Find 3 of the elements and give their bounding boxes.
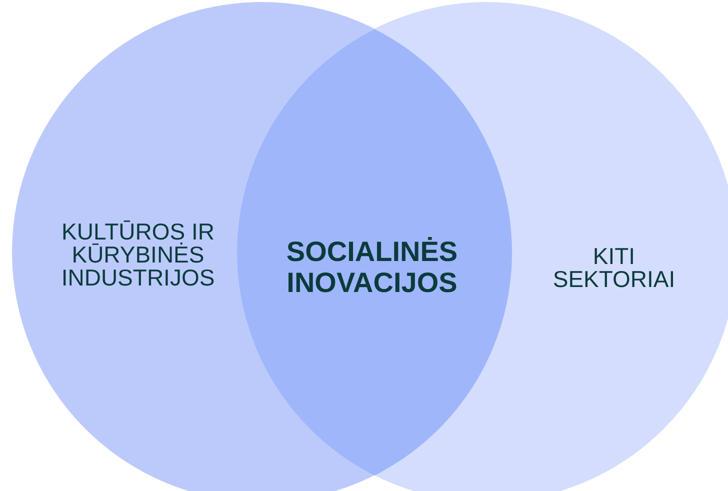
venn-label: SOCIALINĖS INOVACIJOS bbox=[286, 237, 458, 299]
venn-label: KITI SEKTORIAI bbox=[552, 245, 676, 291]
venn-label: KULTŪROS IR KŪRYBINĖS INDUSTRIJOS bbox=[61, 220, 215, 290]
